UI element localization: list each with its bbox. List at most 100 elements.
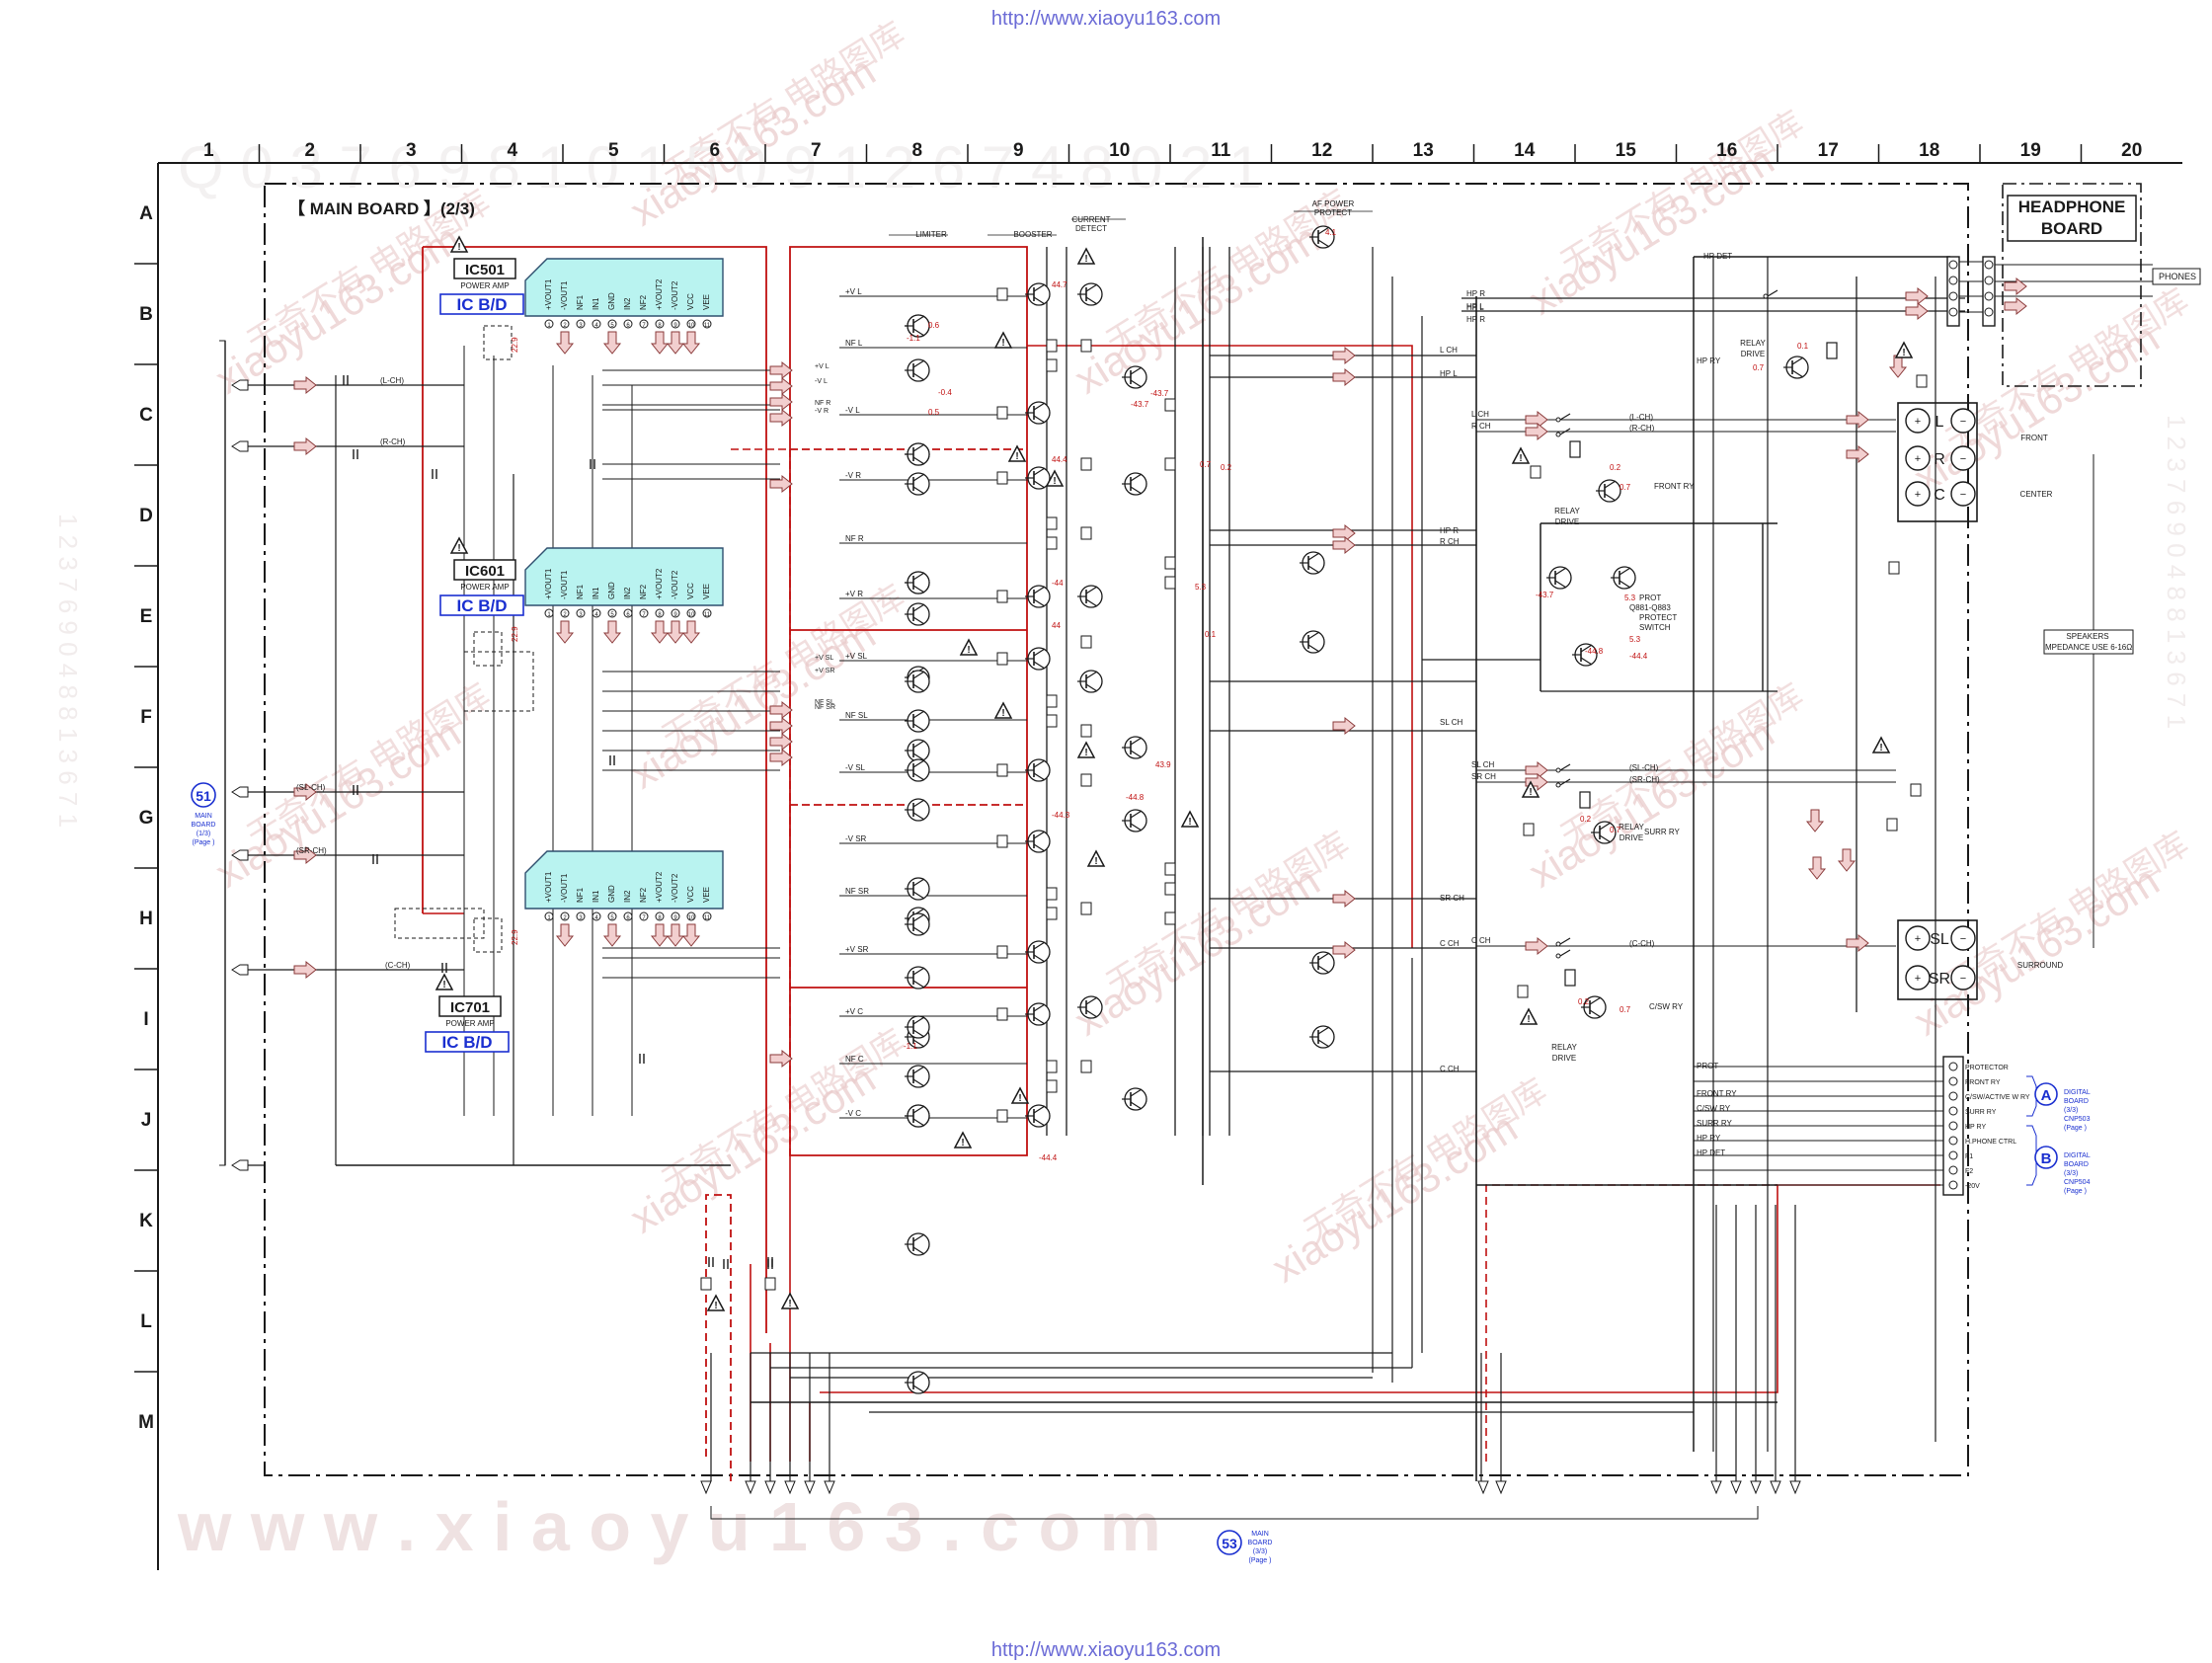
signal-arrow <box>769 474 793 494</box>
ic-pin-name: VEE <box>702 887 711 903</box>
ic-pin-name: -VOUT1 <box>560 280 569 310</box>
voltage-label: 0.7 <box>1620 483 1631 492</box>
dashed-network <box>483 325 513 360</box>
rail-label: +V L <box>815 363 830 370</box>
voltage-label: 0.1 <box>1205 630 1217 639</box>
ic-pin <box>639 608 649 618</box>
signal-arrow <box>602 923 622 947</box>
relay-drive-label: DRIVE <box>1555 517 1579 526</box>
warning-icon: ! <box>1894 341 1914 358</box>
ic-pin <box>560 319 570 329</box>
ic-pin <box>702 319 712 329</box>
transistor <box>905 709 930 733</box>
ref-label: (Page ) <box>193 839 215 846</box>
transistor-lead <box>912 456 925 465</box>
signal-arrow <box>293 960 317 980</box>
digital-signal-label: C/SW RY <box>1697 1104 1731 1113</box>
watermark-text: 无奇不有 电路图库 <box>1298 1071 1553 1250</box>
transistor-lead <box>912 683 925 692</box>
voltage-label: 4.1 <box>1325 228 1337 237</box>
speaker-terminal-plus <box>1905 445 1931 471</box>
digital-signal-label: HP RY <box>1697 1134 1721 1143</box>
signal-arrow <box>1332 716 1356 736</box>
ic-pin-name: -VOUT2 <box>671 570 679 599</box>
ic-pin <box>544 608 554 618</box>
terminal-strip <box>1946 256 1960 327</box>
terminal-pin <box>1984 291 1994 301</box>
transistor-lead <box>1033 283 1046 292</box>
grid-column-label: 8 <box>911 140 922 161</box>
grid-column-label: 3 <box>406 140 417 161</box>
relay-contact-node <box>1555 941 1561 947</box>
ic-pin <box>576 319 586 329</box>
resistor-block <box>1080 526 1092 540</box>
ic-pin-name: +VOUT2 <box>655 278 664 310</box>
transistor <box>1611 566 1636 590</box>
transistor-lead <box>1130 1101 1143 1110</box>
grid-column-label: 6 <box>709 140 720 161</box>
ic-body <box>524 850 724 910</box>
warning-triangle <box>1076 741 1096 758</box>
transistor-lead <box>1791 356 1804 365</box>
ic-pin-name: +VOUT2 <box>655 871 664 903</box>
transistor <box>1572 643 1598 667</box>
rail-label: NF R <box>815 400 830 407</box>
capacitor <box>343 375 349 385</box>
transistor-lead <box>912 1066 925 1074</box>
terminal-pin <box>1948 307 1958 317</box>
ic-pin-name: NF2 <box>639 887 648 903</box>
voltage-label: 22.9 <box>511 337 519 353</box>
grid-row-label: L <box>140 1311 152 1332</box>
ic-pin <box>560 911 570 921</box>
transistor-lead <box>1033 467 1046 476</box>
transistor-lead <box>1033 415 1046 424</box>
resistor-block <box>1164 911 1176 925</box>
ic-pin-number: 2 <box>563 323 567 329</box>
grid-column-label: 13 <box>1413 140 1434 161</box>
transistor-lead <box>1604 480 1617 489</box>
transistor-lead <box>1085 683 1098 692</box>
transistor-lead <box>912 1078 925 1087</box>
relay-contact <box>1559 778 1571 786</box>
relay-contact-node <box>1555 417 1561 423</box>
ic-pin-number: 3 <box>579 915 583 921</box>
terminal-polarity: + <box>1915 973 1921 985</box>
transistor-lead <box>1599 834 1612 843</box>
ic-pin-number: 11 <box>704 323 711 329</box>
warning-icon: ! <box>1519 1007 1539 1025</box>
grid-row-label: A <box>139 203 153 224</box>
ic-pin-name: +VOUT1 <box>544 871 553 903</box>
ic-pin <box>623 608 633 618</box>
ic-pin-name: -VOUT2 <box>671 280 679 310</box>
speaker-terminal-block <box>1897 919 1978 1000</box>
main-board-frame <box>264 183 1969 1476</box>
speaker-terminal-minus <box>1950 481 1976 507</box>
section-label: AF POWER <box>1312 199 1355 208</box>
speaker-terminal-minus <box>1950 408 1976 434</box>
transistor-lead <box>912 359 925 368</box>
resistor-block <box>1517 985 1529 998</box>
transistor-lead <box>912 1246 925 1255</box>
connector-input-label: (R-CH) <box>380 437 406 446</box>
resistor-block <box>700 1277 712 1291</box>
dashed-network <box>394 908 485 939</box>
ic-pin-number: 9 <box>673 612 677 618</box>
ic-pin-name: VCC <box>686 293 695 310</box>
signal-arrow <box>681 620 701 644</box>
transistor-lead <box>1317 1039 1330 1048</box>
wire <box>1485 1184 1778 1462</box>
signal-label: HP L <box>1466 302 1484 311</box>
signal-arrow <box>1332 523 1356 543</box>
transistor-lead <box>1085 283 1098 292</box>
ic-pin-name: -VOUT1 <box>560 570 569 599</box>
power-amp-ic: +VOUT11-VOUT12NF13IN14GND5IN26NF27+VOUT2… <box>524 547 724 618</box>
ref-label: (3/3) <box>1253 1548 1267 1555</box>
connector-terminal <box>231 1159 249 1171</box>
grid-column-label: 18 <box>1919 140 1939 161</box>
transistor-lead <box>1085 586 1098 594</box>
warning-triangle <box>1045 469 1065 487</box>
connector-terminal <box>1495 1480 1507 1495</box>
transistor-lead <box>1085 296 1098 305</box>
voltage-label: 22.9 <box>511 929 519 945</box>
transistor-lead <box>1033 586 1046 594</box>
